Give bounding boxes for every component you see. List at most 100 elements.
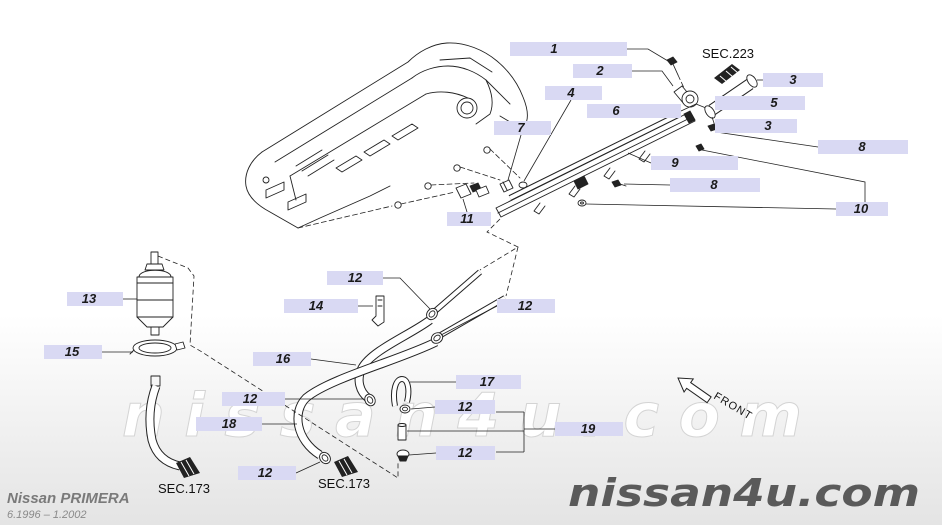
sec-223-connector-icon xyxy=(714,64,740,84)
hose-clamp-12a xyxy=(426,307,438,321)
callout-part-12-a[interactable]: 12 xyxy=(327,270,383,285)
hose-clamp-12f xyxy=(319,451,331,465)
callout-part-13[interactable]: 13 xyxy=(67,291,123,306)
callout-box[interactable] xyxy=(587,104,681,118)
callout-part-16[interactable]: 16 xyxy=(253,351,311,366)
callout-part-10[interactable]: 10 xyxy=(836,201,888,216)
callout-number[interactable]: 15 xyxy=(65,344,80,359)
vehicle-model: Nissan PRIMERA xyxy=(7,490,130,507)
fuel-rail xyxy=(495,110,696,218)
hidden-route-line-3 xyxy=(157,255,399,479)
callout-part-12-d[interactable]: 12 xyxy=(435,399,495,414)
feed-tube-lower xyxy=(437,295,507,339)
section-ref-173-left[interactable]: SEC.173 xyxy=(158,481,210,496)
regulator-bolt xyxy=(666,56,685,89)
callout-part-12-c[interactable]: 12 xyxy=(222,391,285,406)
callout-part-15[interactable]: 15 xyxy=(44,344,102,359)
production-period: 6.1996 – 1.2002 xyxy=(7,509,87,521)
callout-number[interactable]: 9 xyxy=(671,155,679,170)
callout-box[interactable] xyxy=(44,345,102,359)
callout-number[interactable]: 10 xyxy=(854,201,869,216)
callout-number[interactable]: 1 xyxy=(550,41,557,56)
hose-clamp-12b xyxy=(430,332,444,344)
callout-number[interactable]: 19 xyxy=(581,421,596,436)
callout-number[interactable]: 4 xyxy=(566,85,575,100)
callout-part-1[interactable]: 1 xyxy=(510,41,627,56)
callout-number[interactable]: 16 xyxy=(276,351,291,366)
callout-number[interactable]: 5 xyxy=(770,95,778,110)
callout-box[interactable] xyxy=(763,73,823,87)
callout-part-14[interactable]: 14 xyxy=(284,298,358,313)
callout-number[interactable]: 12 xyxy=(458,399,473,414)
bolt-lower xyxy=(611,179,627,188)
callout-box[interactable] xyxy=(327,271,383,285)
pressure-regulator xyxy=(673,85,707,109)
callout-number[interactable]: 12 xyxy=(348,270,363,285)
callout-box[interactable] xyxy=(555,422,623,436)
section-ref-173-right[interactable]: SEC.173 xyxy=(318,476,370,491)
feed-tube-upper xyxy=(432,269,482,315)
callout-part-11[interactable]: 11 xyxy=(447,211,491,226)
callout-part-5[interactable]: 5 xyxy=(715,95,805,110)
callout-box[interactable] xyxy=(494,121,551,135)
callout-number[interactable]: 11 xyxy=(460,211,474,226)
fuel-filter xyxy=(136,251,174,336)
callout-box[interactable] xyxy=(447,212,491,226)
callout-number[interactable]: 13 xyxy=(82,291,97,306)
callout-number[interactable]: 3 xyxy=(789,72,797,87)
callout-part-17[interactable]: 17 xyxy=(456,374,521,389)
callout-box[interactable] xyxy=(818,140,908,154)
callout-box[interactable] xyxy=(436,446,495,460)
callout-number[interactable]: 14 xyxy=(309,298,324,313)
callout-part-4[interactable]: 4 xyxy=(545,85,602,100)
callout-part-8-upper[interactable]: 8 xyxy=(818,139,908,154)
callout-part-12-f[interactable]: 12 xyxy=(238,465,296,480)
callout-box[interactable] xyxy=(456,375,521,389)
callout-number[interactable]: 2 xyxy=(595,63,604,78)
callout-part-3-upper[interactable]: 3 xyxy=(763,72,823,87)
callout-part-2[interactable]: 2 xyxy=(573,63,632,78)
callout-number[interactable]: 12 xyxy=(243,391,258,406)
callout-part-7[interactable]: 7 xyxy=(494,120,551,135)
callout-part-9[interactable]: 9 xyxy=(651,155,738,170)
callout-box[interactable] xyxy=(497,299,555,313)
callout-part-19[interactable]: 19 xyxy=(555,421,623,436)
callout-number[interactable]: 6 xyxy=(612,103,620,118)
callout-box[interactable] xyxy=(670,178,760,192)
callout-number[interactable]: 18 xyxy=(222,416,237,431)
callout-box[interactable] xyxy=(435,400,495,414)
callout-number[interactable]: 12 xyxy=(458,445,473,460)
callout-box[interactable] xyxy=(715,96,805,110)
callout-part-12-b[interactable]: 12 xyxy=(497,298,555,313)
callout-number[interactable]: 3 xyxy=(764,118,772,133)
callout-box[interactable] xyxy=(573,64,632,78)
hidden-route-line xyxy=(479,218,519,271)
rail-bracket xyxy=(573,175,589,190)
callout-part-12-e[interactable]: 12 xyxy=(436,445,495,460)
callout-number[interactable]: 7 xyxy=(517,120,525,135)
callout-number[interactable]: 8 xyxy=(710,177,718,192)
callout-number[interactable]: 12 xyxy=(258,465,273,480)
callout-box[interactable] xyxy=(715,119,797,133)
filter-outlet-hose xyxy=(145,375,182,471)
callout-box[interactable] xyxy=(836,202,888,216)
hose-clamp-12c xyxy=(364,393,376,407)
callout-box[interactable] xyxy=(253,352,311,366)
callout-part-6[interactable]: 6 xyxy=(587,103,681,118)
callout-box[interactable] xyxy=(651,156,738,170)
callout-box[interactable] xyxy=(222,392,285,406)
callout-box[interactable] xyxy=(67,292,123,306)
callout-box[interactable] xyxy=(196,417,262,431)
callout-box[interactable] xyxy=(238,466,296,480)
callout-box[interactable] xyxy=(545,86,602,100)
callout-part-18[interactable]: 18 xyxy=(196,416,262,431)
callout-part-8-lower[interactable]: 8 xyxy=(670,177,760,192)
section-ref-223[interactable]: SEC.223 xyxy=(702,46,754,61)
callout-box[interactable] xyxy=(510,42,627,56)
callout-number[interactable]: 12 xyxy=(518,298,533,313)
callout-number[interactable]: 17 xyxy=(480,374,495,389)
callout-box[interactable] xyxy=(284,299,358,313)
callout-part-3-lower[interactable]: 3 xyxy=(715,118,797,133)
callout-number[interactable]: 8 xyxy=(858,139,866,154)
